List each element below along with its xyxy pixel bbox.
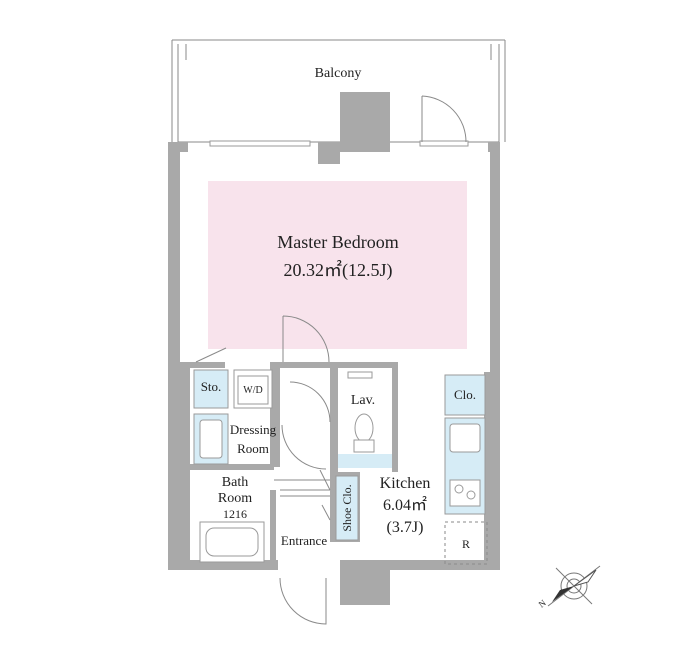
kitchen-name: Kitchen	[380, 475, 431, 492]
storage-closet	[193, 369, 229, 409]
bath-room-size: 1216	[223, 507, 247, 521]
compass-rose: N	[537, 565, 601, 610]
kitchen-closet	[444, 374, 486, 416]
balcony	[171, 39, 506, 143]
lavatory-fixture	[338, 454, 392, 468]
entrance-label: Entrance	[281, 533, 327, 548]
closet-label: Clo.	[454, 387, 476, 402]
dressing-room-label-2: Room	[237, 441, 269, 456]
refrigerator-label: R	[462, 537, 470, 551]
bath-room-label-2: Room	[218, 491, 252, 506]
refrigerator-space	[444, 521, 488, 565]
balcony-label: Balcony	[315, 66, 362, 81]
fixtures	[193, 369, 488, 565]
dressing-room-label-1: Dressing	[230, 422, 277, 437]
bath-room-label-1: Bath	[222, 475, 248, 490]
master-bedroom-area	[208, 181, 467, 349]
compass-north-label: N	[537, 597, 549, 609]
doors	[195, 95, 467, 625]
storage-label: Sto.	[201, 379, 222, 394]
lavatory-label: Lav.	[351, 393, 375, 408]
washer-dryer-label: W/D	[243, 385, 262, 396]
kitchen-area: 6.04㎡	[383, 496, 427, 514]
master-bedroom-area-label: 20.32㎡(12.5J)	[284, 259, 393, 281]
kitchen-jo: (3.7J)	[387, 519, 424, 536]
shoe-closet-label: Shoe Clo.	[340, 484, 354, 531]
shoe-closet-fixture	[335, 475, 359, 541]
windows	[209, 140, 469, 147]
toilet	[354, 413, 374, 443]
master-bedroom-name: Master Bedroom	[277, 232, 398, 252]
